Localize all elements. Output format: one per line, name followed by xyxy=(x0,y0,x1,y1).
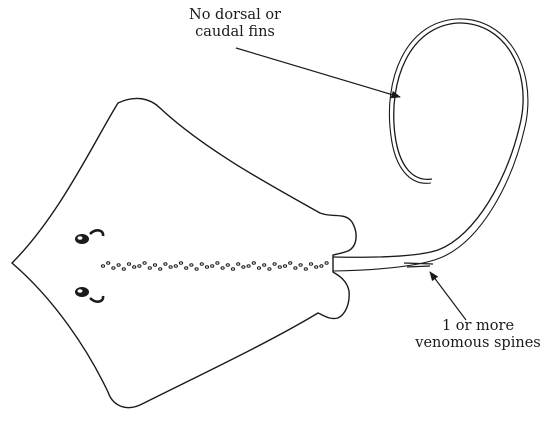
tubercle xyxy=(148,267,151,270)
tubercle xyxy=(325,262,328,265)
tubercle xyxy=(195,268,198,271)
tubercle xyxy=(257,267,260,270)
tubercle xyxy=(153,264,156,267)
tubercle xyxy=(216,262,219,265)
tubercle xyxy=(242,266,245,269)
tubercle xyxy=(278,266,281,269)
tubercle xyxy=(294,267,297,270)
tubercle xyxy=(174,265,177,268)
tubercle xyxy=(273,263,276,266)
no-fins-label-line2: caudal fins xyxy=(170,24,300,41)
fins-arrow xyxy=(236,48,400,97)
tubercle xyxy=(127,263,130,266)
tubercle xyxy=(231,268,234,271)
tubercle xyxy=(309,263,312,266)
tubercle xyxy=(200,263,203,266)
tubercle xyxy=(205,266,208,269)
tubercle xyxy=(138,265,141,268)
tubercle xyxy=(268,268,271,271)
tubercle xyxy=(179,262,182,265)
stingray-tail xyxy=(333,23,523,257)
tubercle xyxy=(101,265,104,268)
tubercle xyxy=(169,266,172,269)
tubercle xyxy=(283,265,286,268)
tubercle xyxy=(226,264,229,267)
tubercle xyxy=(159,268,162,271)
tubercle xyxy=(304,268,307,271)
tubercle xyxy=(252,262,255,265)
venomous-spines-label-line2: venomous spines xyxy=(408,335,548,352)
spines-arrow xyxy=(430,272,466,320)
tubercle xyxy=(185,267,188,270)
tubercle xyxy=(289,262,292,265)
tubercle xyxy=(320,265,323,268)
tubercle xyxy=(237,263,240,266)
tubercle xyxy=(164,263,167,266)
venomous-spines-label: 1 or more venomous spines xyxy=(408,318,548,352)
no-fins-label-line1: No dorsal or xyxy=(170,7,300,24)
tubercle xyxy=(122,268,125,271)
stingray-body xyxy=(12,98,356,407)
tubercle xyxy=(112,267,115,270)
tubercle xyxy=(221,267,224,270)
tubercle xyxy=(133,266,136,269)
tubercle xyxy=(143,262,146,265)
no-fins-label: No dorsal or caudal fins xyxy=(170,7,300,41)
stingray-tail-lower-edge xyxy=(333,19,528,271)
tubercle xyxy=(190,264,193,267)
tubercle xyxy=(263,264,266,267)
tubercle xyxy=(315,266,318,269)
tubercle xyxy=(247,265,250,268)
tubercle xyxy=(299,264,302,267)
venomous-spine xyxy=(404,263,433,267)
venomous-spines-label-line1: 1 or more xyxy=(408,318,548,335)
tubercle xyxy=(211,265,214,268)
tubercle xyxy=(117,264,120,267)
tubercle xyxy=(107,262,110,265)
